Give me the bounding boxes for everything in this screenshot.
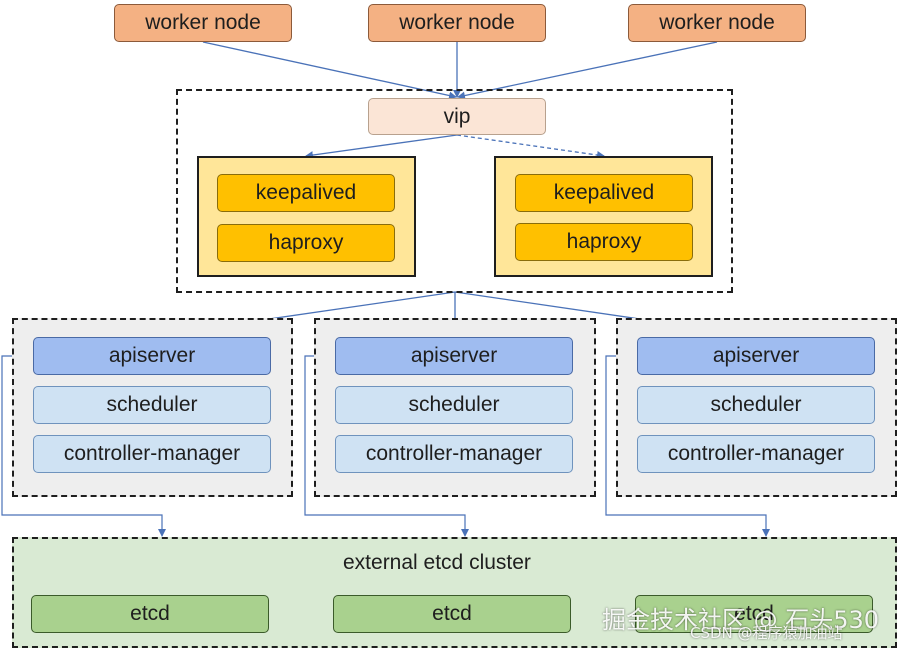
- apiserver-1: apiserver: [33, 337, 271, 375]
- arrow-vip-lb2: [456, 134, 605, 159]
- apiserver-3: apiserver: [637, 337, 875, 375]
- arrow-worker1-vip: [202, 41, 457, 100]
- keepalived-1: keepalived: [217, 174, 395, 212]
- apiserver-2: apiserver: [335, 337, 573, 375]
- worker-node-1: worker node: [114, 4, 292, 42]
- arrow-vip-lb1: [305, 134, 458, 159]
- etcd-node-2: etcd: [333, 595, 571, 633]
- scheduler-2: scheduler: [335, 386, 573, 424]
- watermark-csdn: CSDN @程序猿加油站: [690, 624, 843, 642]
- etcd-node-1: etcd: [31, 595, 269, 633]
- controller-manager-2: controller-manager: [335, 435, 573, 473]
- haproxy-2: haproxy: [515, 223, 693, 261]
- worker-node-3: worker node: [628, 4, 806, 42]
- scheduler-3: scheduler: [637, 386, 875, 424]
- watermark-juejin: 掘金技术社区 @ 石头530: [602, 606, 880, 634]
- lb-cluster: [176, 89, 733, 293]
- keepalived-2: keepalived: [515, 174, 693, 212]
- scheduler-1: scheduler: [33, 386, 271, 424]
- controller-manager-3: controller-manager: [637, 435, 875, 473]
- worker-node-2: worker node: [368, 4, 546, 42]
- etcd-node-3: etcd: [635, 595, 873, 633]
- etcd-cluster-title: external etcd cluster: [343, 551, 531, 574]
- controller-manager-1: controller-manager: [33, 435, 271, 473]
- arrow-worker3-vip: [457, 41, 718, 100]
- vip-box: vip: [368, 98, 546, 135]
- haproxy-1: haproxy: [217, 224, 395, 262]
